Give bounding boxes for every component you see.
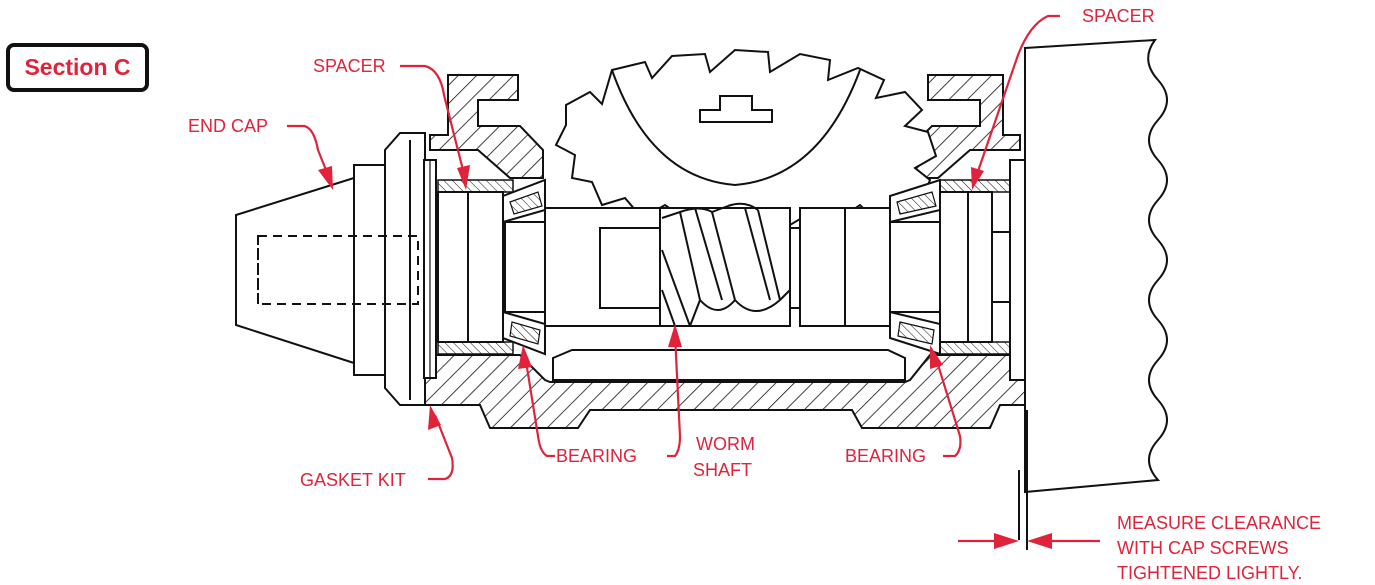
spacer-right-bottom: [939, 341, 1011, 355]
right-spacer-assembly: [939, 159, 1026, 381]
spacer-left-top: [437, 179, 514, 193]
left-bearing-race: [504, 221, 546, 313]
housing-lower: [421, 354, 1026, 429]
shaft-right-section: [799, 207, 846, 327]
callout-worm-shaft-1: WORM: [696, 434, 755, 454]
keyway: [699, 95, 773, 123]
section-label: Section C: [6, 43, 149, 92]
right-cap-plate: [1009, 159, 1026, 381]
worm-gear-teeth: [554, 48, 938, 227]
callout-bearing-left: BEARING: [556, 446, 637, 466]
callout-measure-1: MEASURE CLEARANCE: [1117, 513, 1321, 533]
end-cap: [235, 132, 437, 406]
callout-leaders: [287, 14, 1100, 549]
worm-shaft: [544, 202, 846, 327]
callout-bearing-right: BEARING: [845, 446, 926, 466]
callout-end-cap: END CAP: [188, 116, 268, 136]
worm-thread-zone: [659, 207, 791, 327]
callout-measure-3: TIGHTENED LIGHTLY.: [1117, 563, 1302, 583]
callout-measure-2: WITH CAP SCREWS: [1117, 538, 1289, 558]
left-bearing: [502, 178, 546, 356]
housing-cavity: [552, 349, 906, 381]
worm-gear-hub: [611, 69, 861, 187]
left-spacer-assembly: [437, 179, 514, 355]
right-bearing: [844, 178, 941, 356]
housing: [421, 74, 1026, 429]
callout-worm-shaft-2: SHAFT: [693, 460, 752, 480]
worm-gear: [554, 48, 938, 227]
housing-upper-left: [429, 74, 544, 179]
spacer-left-bottom: [437, 341, 514, 355]
worm-threads: [661, 202, 791, 327]
left-shaft-journal: [437, 191, 504, 343]
mounting-plate: [1024, 38, 1168, 494]
callout-gasket-kit: GASKET KIT: [300, 470, 406, 490]
end-cap-body: [235, 132, 426, 406]
right-bearing-race: [889, 221, 941, 313]
callout-spacer-left: SPACER: [313, 56, 386, 76]
callout-spacer-right: SPACER: [1082, 6, 1155, 26]
